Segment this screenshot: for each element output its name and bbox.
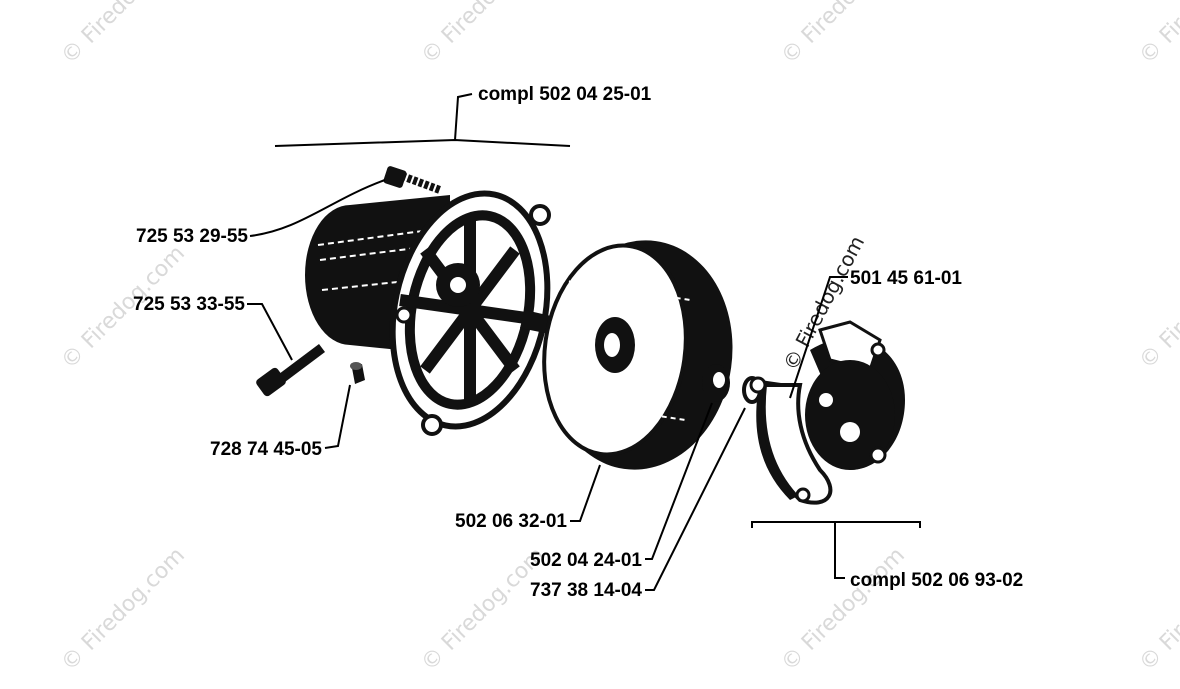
label-501-45-61-01: 501 45 61-01 <box>850 268 962 289</box>
watermark: © Firedog.com <box>1135 0 1180 69</box>
screw-small <box>383 166 442 194</box>
hex-nut <box>702 364 730 402</box>
label-737-38-14-04: 737 38 14-04 <box>530 580 642 601</box>
watermark: © Firedog.com <box>777 543 910 676</box>
label-502-06-32-01: 502 06 32-01 <box>455 511 567 532</box>
watermark: © Firedog.com <box>57 0 190 69</box>
clutch-housing <box>305 190 560 436</box>
label-725-53-29-55: 725 53 29-55 <box>136 226 248 247</box>
top-assembly-bracket <box>274 93 571 147</box>
label-502-04-24-01: 502 04 24-01 <box>530 550 642 571</box>
bottom-assembly-bracket <box>751 521 921 579</box>
nut-small <box>350 362 365 384</box>
bolt-long <box>256 344 325 397</box>
label-725-53-33-55: 725 53 33-55 <box>133 294 245 315</box>
label-728-74-45-05: 728 74 45-05 <box>210 439 322 460</box>
watermark: © Firedog.com <box>777 0 910 69</box>
watermark: © Firedog.com <box>57 543 190 676</box>
watermark: © Firedog.com <box>1135 241 1180 374</box>
label-compl-502-04-25-01: compl 502 04 25-01 <box>478 84 652 105</box>
label-compl-502-06-93-02: compl 502 06 93-02 <box>850 570 1023 591</box>
watermark: © Firedog.com <box>1135 543 1180 676</box>
clutch-drum <box>542 240 733 470</box>
clutch-shoe-assembly <box>749 320 905 505</box>
leader-lines <box>247 179 848 591</box>
watermark: © Firedog.com <box>417 0 550 69</box>
part-labels: compl 502 04 25-01 725 53 29-55 725 53 3… <box>133 84 1023 601</box>
